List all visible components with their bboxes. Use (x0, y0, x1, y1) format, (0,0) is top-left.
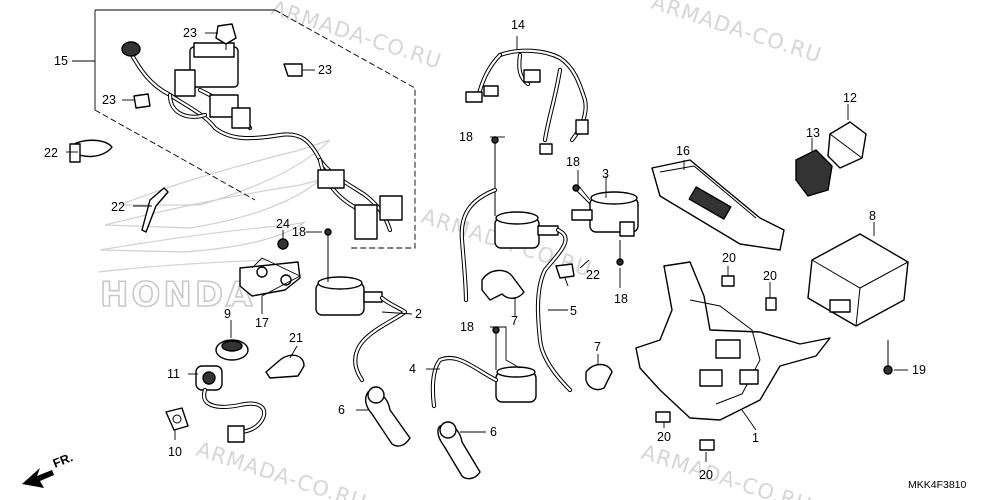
callout-23-c: 23 (102, 93, 116, 107)
plug-cap-7-upper (481, 269, 525, 301)
callout-23-b: 23 (318, 63, 332, 77)
regulator-8 (807, 233, 909, 327)
watermark-2: ARMADA-CO.RU (648, 0, 824, 68)
callout-8: 8 (869, 209, 876, 223)
callout-5: 5 (570, 304, 577, 318)
clip-23-b (283, 63, 303, 77)
ecu-17 (651, 159, 785, 251)
callout-20-b: 20 (763, 269, 777, 283)
main-wire-harness (121, 41, 403, 240)
ignition-coil-center (459, 136, 573, 393)
callout-22-a: 22 (44, 146, 58, 160)
callout-18-c: 18 (460, 320, 474, 334)
clip-23-c (133, 93, 151, 109)
callout-numbers: 15 23 23 23 22 22 24 18 17 9 11 10 21 2 … (44, 18, 926, 482)
bracket-14 (239, 261, 301, 297)
battery-tray-1 (635, 261, 831, 421)
nut-20-d (699, 439, 715, 451)
clip-23-a (215, 23, 237, 50)
callout-18-a: 18 (292, 225, 306, 239)
honda-watermark: HONDA (100, 275, 255, 315)
leader-lines (66, 32, 908, 462)
ignition-coil-left (315, 228, 408, 383)
callout-22-c: 22 (586, 268, 600, 282)
tie-22-a (69, 139, 113, 163)
callout-20-c: 20 (657, 430, 671, 444)
relay-cover-16 (795, 149, 833, 197)
harness-outline (94, 9, 416, 249)
callout-7-a: 7 (511, 314, 518, 328)
ignition-coil-bottom (430, 326, 537, 409)
callout-22-b: 22 (111, 200, 125, 214)
callout-18-e: 18 (566, 155, 580, 169)
callout-20-a: 20 (722, 251, 736, 265)
callout-6-b: 6 (490, 425, 497, 439)
sub-harness-12 (465, 48, 589, 155)
callout-10: 10 (168, 445, 182, 459)
callout-23-a: 23 (183, 26, 197, 40)
clip-21 (265, 354, 305, 379)
callout-13: 15 (54, 54, 68, 68)
front-direction-arrow: FR. (22, 450, 75, 488)
callout-24: 24 (276, 217, 290, 231)
callout-21: 21 (289, 331, 303, 345)
grommet-9 (215, 339, 249, 361)
front-label: FR. (51, 450, 75, 471)
nut-20-b (765, 297, 777, 311)
tie-22-c (555, 263, 575, 287)
callout-15: 12 (843, 91, 857, 105)
callout-9: 9 (224, 307, 231, 321)
callout-4: 4 (409, 362, 416, 376)
ignition-coil-right (571, 184, 639, 266)
nut-20-c (655, 411, 671, 423)
watermark-4: ARMADA-CO.RU (193, 437, 369, 500)
relay-15 (827, 121, 867, 169)
callout-18-d: 18 (614, 292, 628, 306)
tie-22-b (141, 187, 169, 233)
bolt-24 (277, 238, 289, 250)
callout-14: 17 (255, 316, 269, 330)
callout-12: 14 (511, 18, 525, 32)
sensor-11 (195, 365, 267, 443)
watermark-5: ARMADA-CO.RU (638, 440, 814, 500)
nut-20-a (721, 275, 735, 287)
plug-cap-left (364, 386, 411, 447)
callout-16: 13 (806, 126, 820, 140)
callout-2: 2 (415, 307, 422, 321)
callout-19: 19 (912, 363, 926, 377)
callout-18-b: 18 (459, 130, 473, 144)
plug-cap-7-lower (585, 363, 613, 391)
bolt-19 (883, 340, 893, 375)
callout-1: 1 (752, 431, 759, 445)
callout-7-b: 7 (594, 340, 601, 354)
watermark-1: ARMADA-CO.RU (268, 0, 444, 74)
callout-3: 3 (602, 167, 609, 181)
callout-20-d: 20 (699, 468, 713, 482)
plug-cap-bottom (437, 421, 481, 480)
diagram-code: MKK4F3810 (908, 479, 967, 491)
clamp-10 (165, 407, 189, 431)
callout-11: 11 (167, 367, 180, 381)
honda-wing-logo (97, 139, 331, 273)
callout-6-a: 6 (338, 403, 345, 417)
callout-17: 16 (676, 144, 690, 158)
